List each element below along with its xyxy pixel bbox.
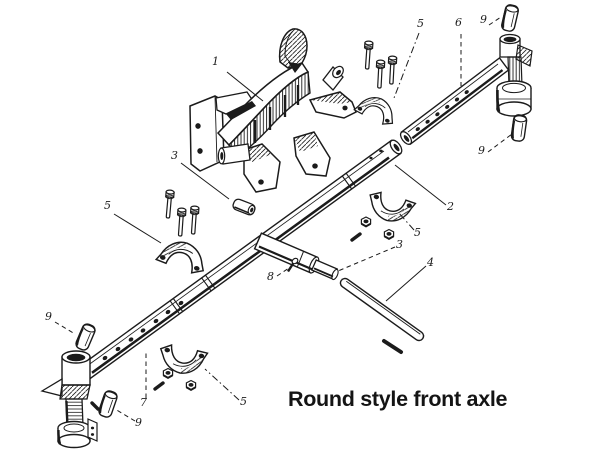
callout-4-steering-rod: 4 <box>427 256 434 269</box>
extension-tube-holes <box>415 90 469 132</box>
callout-3-bushing-center: 3 <box>396 238 403 251</box>
main-axle-tube <box>74 139 403 384</box>
callout-5-clamp-left: 5 <box>104 199 111 212</box>
callout-5-clamp-top: 5 <box>417 17 424 30</box>
callout-9-pin-right-lower: 9 <box>478 144 485 157</box>
clamp-right-lower <box>364 189 417 227</box>
leader-lines <box>54 16 513 422</box>
pin-left-upper <box>73 321 98 353</box>
pin-top-right <box>499 2 521 34</box>
callout-9-pin-left-lower: 9 <box>135 416 142 429</box>
pin-left-lower <box>96 388 120 420</box>
callout-2-main-axle-tube: 2 <box>447 200 454 213</box>
callout-9-pin-left-upper: 9 <box>45 310 52 323</box>
callout-7-left-tube: 7 <box>140 396 147 409</box>
callout-6-extension-tube: 6 <box>455 16 462 29</box>
right-spindle-assembly <box>496 33 533 117</box>
clamp-nuts <box>90 216 395 411</box>
rod-accent-dash <box>382 339 403 354</box>
callout-5-clamp-bottom: 5 <box>240 395 247 408</box>
figure-caption: Round style front axle <box>288 387 508 411</box>
tube-seams <box>169 172 356 315</box>
steering-arm-rod <box>339 277 425 354</box>
pivot-boss-cylinder <box>253 232 339 281</box>
left-spindle-assembly <box>40 350 98 449</box>
callout-3-bushing-upper: 3 <box>171 149 178 162</box>
callout-1-support-bracket: 1 <box>212 55 219 68</box>
callout-5-clamp-right-lower: 5 <box>414 226 421 239</box>
bushing-upper <box>232 198 256 216</box>
pivot-bolt <box>286 257 299 273</box>
clamp-top <box>352 90 400 128</box>
pin-right-lower <box>509 113 529 143</box>
right-extension-tube <box>399 57 510 145</box>
clamp-left <box>154 235 211 277</box>
callout-8-pivot-bolt: 8 <box>267 270 274 283</box>
callout-9-pin-top-right: 9 <box>480 13 487 26</box>
center-support-bracket <box>189 28 357 193</box>
axle-adjustment-holes <box>102 149 383 361</box>
